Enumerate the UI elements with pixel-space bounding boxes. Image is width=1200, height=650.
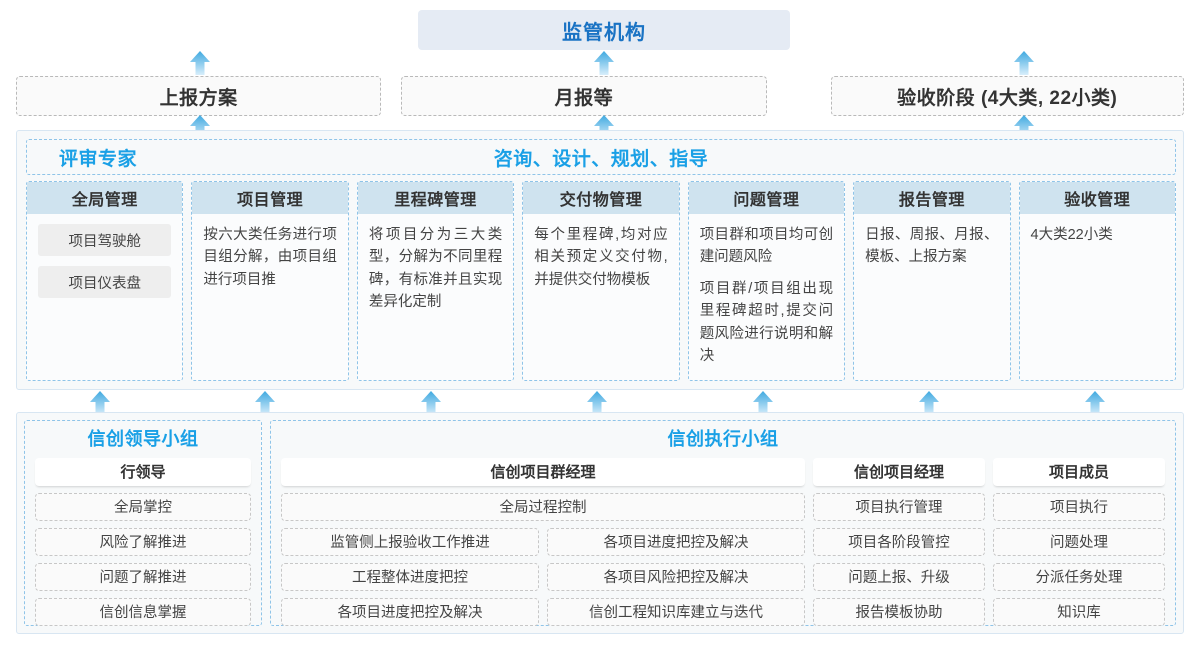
capability-column-acceptance[interactable]: 验收管理 4大类22小类	[1018, 181, 1176, 381]
group-leadership: 信创领导小组 行领导 全局掌控 风险了解推进 问题了解推进 信创信息掌握	[24, 420, 262, 626]
capability-text: 项目群/项目组出现里程碑超时,提交问题风险进行说明和解决	[699, 280, 834, 365]
report-box-monthly-label: 月报等	[554, 87, 614, 109]
arrow-up-icon	[89, 390, 111, 416]
capability-header-left-label: 评审专家	[59, 148, 138, 170]
capability-column-deliverable-title: 交付物管理	[523, 182, 679, 214]
capability-section: 咨询、设计、规划、指导 评审专家 全局管理 项目驾驶舱 项目仪表盘 项目管理 按…	[16, 130, 1184, 390]
capability-column-acceptance-title: 验收管理	[1019, 182, 1175, 214]
arrow-up-icon	[420, 390, 442, 416]
capability-column-global-body: 项目驾驶舱 项目仪表盘	[27, 214, 182, 380]
list-item[interactable]: 问题了解推进	[35, 562, 251, 591]
arrow-up-icon	[918, 390, 940, 416]
arrow-up-icon	[1013, 114, 1035, 140]
arrow-up-icon	[254, 390, 276, 416]
capability-header-center-label: 咨询、设计、规划、指导	[493, 148, 709, 170]
lane-head-project-member[interactable]: 项目成员	[993, 457, 1165, 486]
report-box-plan: 上报方案	[16, 76, 382, 116]
capability-section-header: 咨询、设计、规划、指导 评审专家	[26, 139, 1176, 175]
list-item[interactable]: 分派任务处理	[993, 562, 1165, 591]
capability-column-deliverable-body: 每个里程碑,均对应相关预定义交付物,并提供交付物模板	[523, 214, 678, 380]
organisation-section: 信创领导小组 行领导 全局掌控 风险了解推进 问题了解推进 信创信息掌握 信创执…	[16, 412, 1184, 634]
lane-leadership: 行领导 全局掌控 风险了解推进 问题了解推进 信创信息掌握	[35, 457, 251, 626]
capability-column-issue-title: 问题管理	[688, 182, 845, 214]
lane-head-bank-leader[interactable]: 行领导	[35, 457, 251, 486]
arrow-up-icon	[1084, 390, 1106, 416]
program-manager-right-column: 各项目进度把控及解决 各项目风险把控及解决 信创工程知识库建立与迭代	[547, 527, 805, 626]
capability-text: 将项目分为三大类型，分解为不同里程碑，有标准并且实现差异化定制	[368, 227, 503, 311]
capability-column-deliverable[interactable]: 交付物管理 每个里程碑,均对应相关预定义交付物,并提供交付物模板	[522, 181, 680, 381]
capability-pill[interactable]: 项目仪表盘	[38, 266, 172, 298]
capability-pill[interactable]: 项目驾驶舱	[38, 224, 172, 256]
capability-column-report[interactable]: 报告管理 日报、周报、月报、模板、上报方案	[853, 181, 1011, 381]
capability-column-project[interactable]: 项目管理 按六大类任务进行项目组分解，由项目组进行项目推	[191, 181, 349, 381]
capability-column-acceptance-body: 4大类22小类	[1020, 214, 1175, 380]
report-box-monthly: 月报等	[401, 76, 767, 116]
capability-column-issue-body: 项目群和项目均可创建问题风险 项目群/项目组出现里程碑超时,提交问题风险进行说明…	[689, 214, 844, 380]
capability-columns: 全局管理 项目驾驶舱 项目仪表盘 项目管理 按六大类任务进行项目组分解，由项目组…	[26, 181, 1176, 381]
capability-text: 日报、周报、月报、模板、上报方案	[865, 227, 999, 266]
arrow-up-icon	[1013, 50, 1035, 76]
list-item[interactable]: 风险了解推进	[35, 527, 251, 556]
arrow-up-icon	[189, 50, 211, 76]
capability-column-milestone[interactable]: 里程碑管理 将项目分为三大类型，分解为不同里程碑，有标准并且实现差异化定制	[356, 181, 515, 381]
report-box-acceptance: 验收阶段 (4大类, 22小类)	[830, 76, 1185, 116]
group-execution-title: 信创执行小组	[667, 429, 779, 449]
list-item[interactable]: 各项目进度把控及解决	[281, 597, 539, 626]
capability-column-issue[interactable]: 问题管理 项目群和项目均可创建问题风险 项目群/项目组出现里程碑超时,提交问题风…	[687, 181, 846, 381]
program-manager-left-column: 监管侧上报验收工作推进 工程整体进度把控 各项目进度把控及解决	[281, 527, 539, 626]
lane-head-program-manager[interactable]: 信创项目群经理	[281, 457, 805, 486]
execution-lanes: 信创项目群经理 全局过程控制 监管侧上报验收工作推进 工程整体进度把控 各项目进…	[281, 457, 1165, 626]
regulator-banner-label: 监管机构	[562, 21, 646, 44]
group-leadership-title: 信创领导小组	[87, 429, 199, 449]
lane-head-project-manager[interactable]: 信创项目经理	[813, 457, 985, 486]
capability-text: 每个里程碑,均对应相关预定义交付物,并提供交付物模板	[534, 227, 668, 288]
list-item[interactable]: 各项目风险把控及解决	[547, 562, 805, 591]
capability-column-global-title: 全局管理	[27, 182, 183, 214]
list-item[interactable]: 工程整体进度把控	[281, 562, 539, 591]
regulator-banner: 监管机构	[418, 10, 790, 50]
arrow-up-icon	[586, 390, 608, 416]
report-box-acceptance-label: 验收阶段 (4大类, 22小类)	[897, 87, 1118, 109]
capability-column-project-body: 按六大类任务进行项目组分解，由项目组进行项目推	[192, 214, 347, 380]
capability-text: 4大类22小类	[1030, 227, 1113, 243]
capability-text: 项目群和项目均可创建问题风险	[699, 227, 834, 266]
lane-program-manager: 信创项目群经理 全局过程控制 监管侧上报验收工作推进 工程整体进度把控 各项目进…	[281, 457, 805, 626]
report-box-plan-label: 上报方案	[159, 87, 238, 109]
lane-project-manager: 信创项目经理 项目执行管理 项目各阶段管控 问题上报、升级 报告模板协助	[813, 457, 985, 626]
list-item[interactable]: 各项目进度把控及解决	[547, 527, 805, 556]
list-item[interactable]: 项目各阶段管控	[813, 527, 985, 556]
capability-text: 按六大类任务进行项目组分解，由项目组进行项目推	[203, 227, 337, 288]
capability-column-report-title: 报告管理	[854, 182, 1010, 214]
capability-column-milestone-title: 里程碑管理	[357, 182, 514, 214]
arrow-up-icon	[593, 114, 615, 140]
capability-column-milestone-body: 将项目分为三大类型，分解为不同里程碑，有标准并且实现差异化定制	[358, 214, 513, 380]
capability-column-global[interactable]: 全局管理 项目驾驶舱 项目仪表盘	[26, 181, 184, 381]
capability-column-report-body: 日报、周报、月报、模板、上报方案	[854, 214, 1009, 380]
capability-column-project-title: 项目管理	[192, 182, 348, 214]
list-item[interactable]: 报告模板协助	[813, 597, 985, 626]
list-item[interactable]: 项目执行	[993, 492, 1165, 521]
list-item[interactable]: 全局掌控	[35, 492, 251, 521]
arrow-up-icon	[189, 114, 211, 140]
list-item[interactable]: 全局过程控制	[281, 492, 805, 521]
list-item[interactable]: 问题处理	[993, 527, 1165, 556]
lane-project-member: 项目成员 项目执行 问题处理 分派任务处理 知识库	[993, 457, 1165, 626]
arrow-up-icon	[752, 390, 774, 416]
arrow-up-icon	[593, 50, 615, 76]
group-execution: 信创执行小组 信创项目群经理 全局过程控制 监管侧上报验收工作推进 工程整体进度…	[270, 420, 1176, 626]
list-item[interactable]: 信创工程知识库建立与迭代	[547, 597, 805, 626]
list-item[interactable]: 知识库	[993, 597, 1165, 626]
list-item[interactable]: 信创信息掌握	[35, 597, 251, 626]
program-manager-grid: 监管侧上报验收工作推进 工程整体进度把控 各项目进度把控及解决 各项目进度把控及…	[281, 527, 805, 626]
list-item[interactable]: 监管侧上报验收工作推进	[281, 527, 539, 556]
list-item[interactable]: 项目执行管理	[813, 492, 985, 521]
report-row: 上报方案 月报等 验收阶段 (4大类, 22小类)	[16, 76, 1185, 116]
list-item[interactable]: 问题上报、升级	[813, 562, 985, 591]
